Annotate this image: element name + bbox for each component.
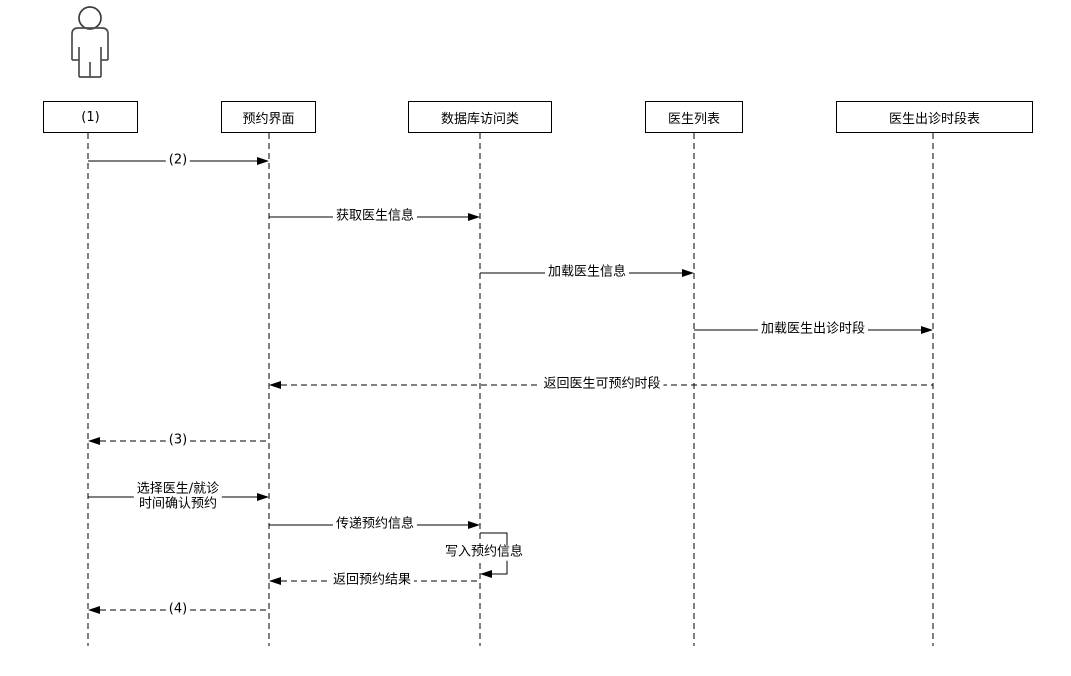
participant-box-actor-ref: (1) xyxy=(43,101,138,133)
participant-box-doctor-list: 医生列表 xyxy=(645,101,743,133)
send-reservation-info-arrowhead xyxy=(468,521,480,529)
message-2-arrowhead xyxy=(257,157,269,165)
return-reservation-result-label: 返回预约结果 xyxy=(329,573,415,589)
message-3-arrowhead xyxy=(88,437,100,445)
load-doctor-info-arrowhead xyxy=(682,269,694,277)
get-doctor-info-arrowhead xyxy=(468,213,480,221)
select-doctor-confirm-arrowhead xyxy=(257,493,269,501)
select-doctor-confirm-label: 选择医生/就诊 时间确认预约 xyxy=(133,482,223,512)
message-4-label: (4) xyxy=(165,602,191,618)
message-3-label: (3) xyxy=(165,433,191,449)
person-icon xyxy=(71,6,109,78)
write-reservation-info-arrowhead xyxy=(480,570,492,578)
get-doctor-info-label: 获取医生信息 xyxy=(332,209,418,225)
load-doctor-info-label: 加载医生信息 xyxy=(544,265,630,281)
load-doctor-schedule-label: 加载医生出诊时段 xyxy=(757,322,869,338)
return-available-slots-label: 返回医生可预约时段 xyxy=(540,377,664,393)
message-4-arrowhead xyxy=(88,606,100,614)
write-reservation-info-label: 写入预约信息 xyxy=(441,545,527,561)
send-reservation-info-label: 传递预约信息 xyxy=(332,517,418,533)
load-doctor-schedule-arrowhead xyxy=(921,326,933,334)
return-reservation-result-arrowhead xyxy=(269,577,281,585)
participant-box-db-access-class: 数据库访问类 xyxy=(408,101,552,133)
return-available-slots-arrowhead xyxy=(269,381,281,389)
participant-box-reservation-ui: 预约界面 xyxy=(221,101,316,133)
message-2-label: (2) xyxy=(165,153,191,169)
participant-box-doctor-schedule-table: 医生出诊时段表 xyxy=(836,101,1033,133)
